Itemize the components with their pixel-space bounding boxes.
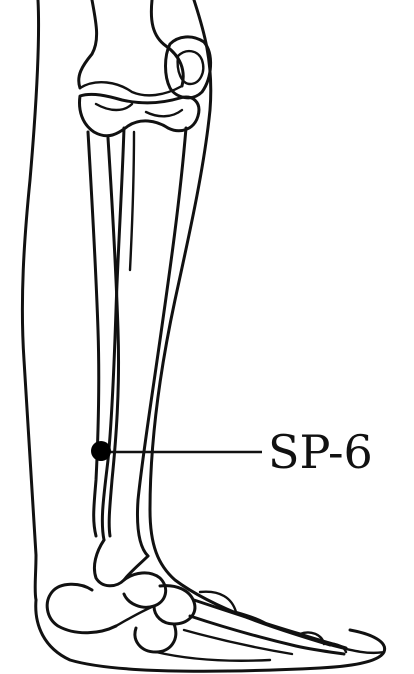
foot-bones (156, 592, 346, 661)
acupoint-label: SP-6 (268, 425, 373, 479)
knee-joint (79, 0, 211, 98)
tibia-plateau (80, 94, 199, 135)
leg-outline (22, 0, 384, 671)
acupoint-marker (91, 441, 111, 461)
ankle-bones (47, 540, 195, 652)
acupoint-annotation: SP-6 (91, 425, 373, 479)
tibia (102, 128, 186, 556)
